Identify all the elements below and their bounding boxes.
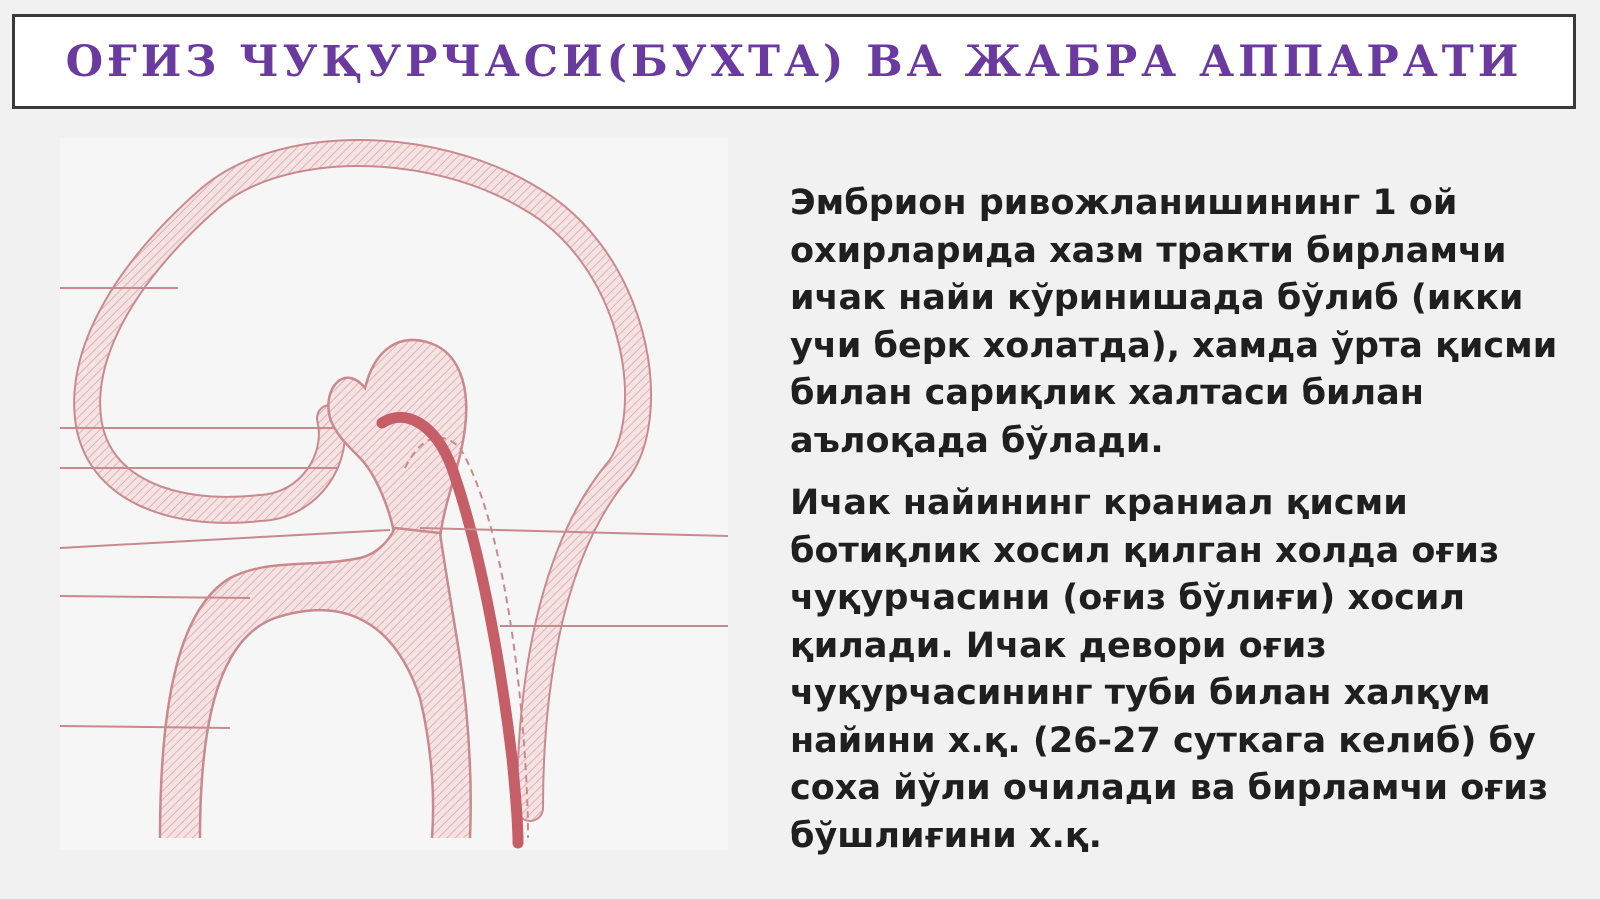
leader-lines: [60, 287, 728, 729]
leader-line: [60, 595, 251, 599]
paragraph-2: Ичак найининг краниал қисми ботиқлик хос…: [790, 483, 1549, 856]
oral-plate-region: [327, 338, 468, 540]
leader-line: [60, 529, 391, 549]
gut-tube: [376, 411, 524, 849]
paragraph-1: Эмбрион ривожланишининг 1 ой охирларида …: [790, 183, 1558, 461]
embryo-sagittal-section-drawing: [60, 139, 728, 849]
title-box: ОҒИЗ ЧУҚУРЧАСИ(БУХТА) ВА ЖАБРА АППАРАТИ: [12, 14, 1576, 109]
body-text: Эмбрион ривожланишининг 1 ой охирларида …: [790, 180, 1580, 860]
slide-title: ОҒИЗ ЧУҚУРЧАСИ(БУХТА) ВА ЖАБРА АППАРАТИ: [65, 36, 1523, 87]
leader-line: [419, 527, 728, 537]
embryo-diagram: [60, 138, 728, 850]
leader-line: [60, 725, 231, 729]
